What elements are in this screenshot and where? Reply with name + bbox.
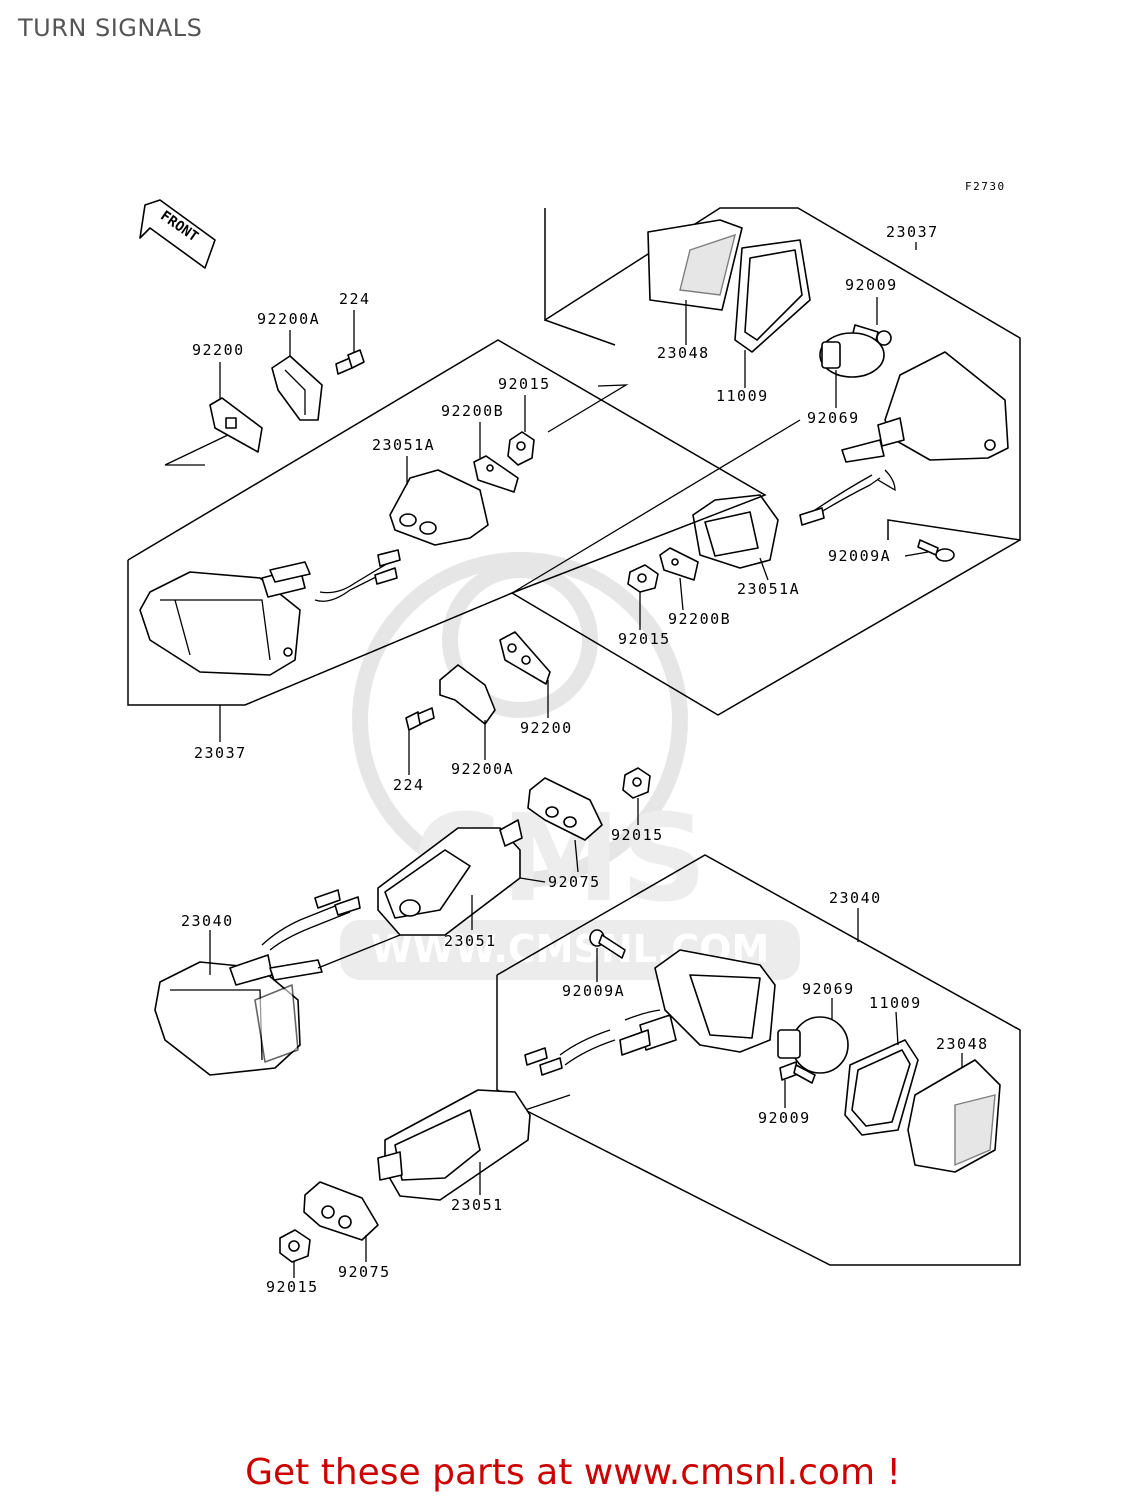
- page-title: TURN SIGNALS: [18, 14, 203, 42]
- label-92015-top: 92015: [498, 375, 551, 393]
- label-23048-top: 23048: [657, 344, 710, 362]
- label-11009-top: 11009: [716, 387, 769, 405]
- label-92200b-top: 92200B: [441, 402, 504, 420]
- label-92200b-right: 92200B: [668, 610, 731, 628]
- rear-right-signal-group: [511, 207, 1021, 716]
- label-92015-mid: 92015: [611, 826, 664, 844]
- label-23040-left: 23040: [181, 912, 234, 930]
- label-23051a-top: 23051A: [372, 436, 435, 454]
- front-left-signal-group: [154, 819, 546, 1076]
- label-92075-bottom: 92075: [338, 1263, 391, 1281]
- bottom-stem-group: [279, 1089, 531, 1263]
- leader-lines: [209, 242, 963, 1278]
- label-224-mid: 224: [393, 776, 425, 794]
- rear-left-signal-group: [127, 339, 767, 706]
- label-92009-top: 92009: [845, 276, 898, 294]
- label-92200a-mid: 92200A: [451, 760, 514, 778]
- label-92075-mid: 92075: [548, 873, 601, 891]
- label-23051-mid: 23051: [444, 932, 497, 950]
- label-92009a-top: 92009A: [828, 547, 891, 565]
- label-23037-left: 23037: [194, 744, 247, 762]
- label-11009-bottom: 11009: [869, 994, 922, 1012]
- label-23037-top: 23037: [886, 223, 939, 241]
- label-92069-top: 92069: [807, 409, 860, 427]
- label-92015-right: 92015: [618, 630, 671, 648]
- label-23048-bottom: 23048: [936, 1035, 989, 1053]
- label-92200-top: 92200: [192, 341, 245, 359]
- label-92200-mid: 92200: [520, 719, 573, 737]
- label-92009-bottom: 92009: [758, 1109, 811, 1127]
- front-arrow-icon: FRONT: [139, 199, 216, 269]
- label-92069-bottom: 92069: [802, 980, 855, 998]
- part-labels: 23037 92009 23048 11009 92069 92009A 230…: [181, 223, 989, 1296]
- label-23051a-right: 23051A: [737, 580, 800, 598]
- label-23051-bottom: 23051: [451, 1196, 504, 1214]
- figure-code: F2730: [965, 180, 1006, 193]
- label-92015-bottom: 92015: [266, 1278, 319, 1296]
- footer-link[interactable]: Get these parts at www.cmsnl.com !: [245, 1452, 901, 1493]
- center-small-parts: [405, 631, 651, 841]
- label-92009a-bottom: 92009A: [562, 982, 625, 1000]
- label-224-top: 224: [339, 290, 371, 308]
- front-right-signal-group: [496, 854, 1021, 1266]
- label-92200a-top: 92200A: [257, 310, 320, 328]
- label-23040-right: 23040: [829, 889, 882, 907]
